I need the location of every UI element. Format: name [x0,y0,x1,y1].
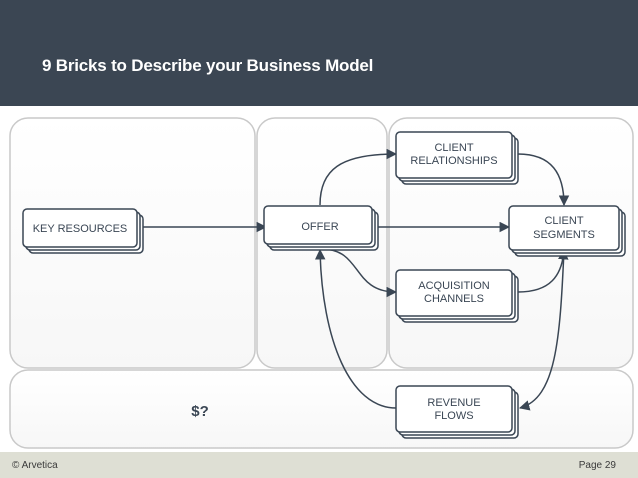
client-relationships-box: CLIENT RELATIONSHIPS [395,131,519,185]
revenue-flows-label-line1: REVENUE [427,397,480,409]
arrow-offer-to-relationships [319,148,398,206]
arrow-revenue-to-offer [314,248,397,409]
header-bar: 9 Bricks to Describe your Business Model [0,0,638,106]
revenue-flows-box: REVENUE FLOWS [395,385,519,439]
client-segments-label-line2: SEGMENTS [533,229,595,241]
acquisition-channels-label-line2: CHANNELS [424,293,484,305]
arrow-relationships-to-segments [517,153,570,207]
key-resources-box: KEY RESOURCES [22,208,144,254]
acquisition-channels-box: ACQUISITION CHANNELS [395,269,519,323]
copyright-text: © Arvetica [12,460,58,471]
page-number: Page 29 [578,460,616,471]
revenue-flows-label-line2: FLOWS [434,410,473,422]
key-resources-label: KEY RESOURCES [33,223,128,235]
cost-question-label: $? [191,403,209,420]
business-model-diagram: KEY RESOURCES OFFER CLIENT RELATIONSHIPS… [9,117,634,449]
panel-bottom [9,369,634,449]
offer-box: OFFER [263,205,379,251]
offer-label: OFFER [301,221,338,233]
client-segments-label-line1: CLIENT [544,215,583,227]
client-relationships-label-line1: CLIENT [434,142,473,154]
acquisition-channels-label-line1: ACQUISITION [418,280,490,292]
client-segments-box: CLIENT SEGMENTS [508,205,626,257]
arrow-segments-to-revenue [518,249,565,411]
page-title: 9 Bricks to Describe your Business Model [42,56,374,75]
client-relationships-label-line2: RELATIONSHIPS [410,155,497,167]
footer-bar: © Arvetica Page 29 [0,452,638,478]
